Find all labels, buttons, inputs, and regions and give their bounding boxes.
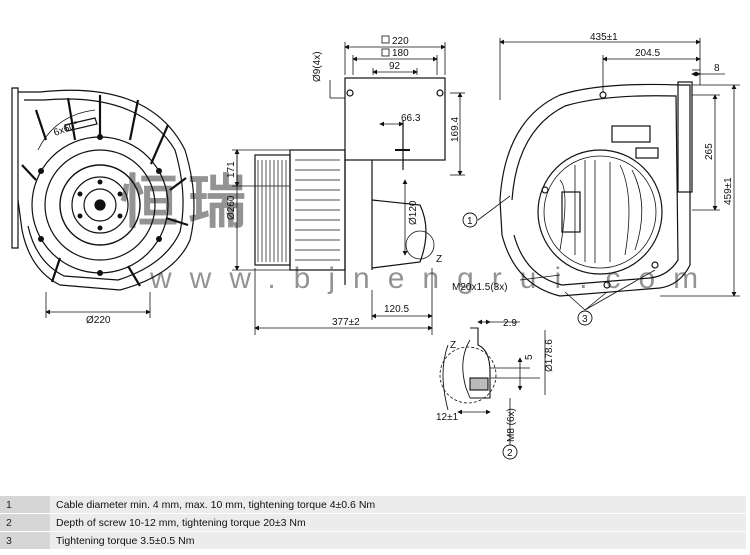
box-symbol bbox=[381, 48, 390, 57]
note-number: 3 bbox=[0, 531, 50, 550]
dim-92: 92 bbox=[389, 61, 401, 72]
dim-169-4: 169.4 bbox=[450, 117, 461, 142]
note-text: Cable diameter min. 4 mm, max. 10 mm, ti… bbox=[50, 496, 746, 514]
dim-120-5: 120.5 bbox=[384, 304, 409, 315]
dim-d178-6: Ø178.6 bbox=[544, 339, 555, 372]
dim-66-3: 66.3 bbox=[401, 113, 421, 124]
note-row: 1 Cable diameter min. 4 mm, max. 10 mm, … bbox=[0, 496, 746, 514]
watermark-url: www.bjnengrui.com bbox=[149, 262, 716, 295]
dim-angle-6x60: 6x60° bbox=[52, 120, 80, 139]
dim-459: 459±1 bbox=[723, 177, 734, 205]
callout-2: 2 bbox=[507, 448, 513, 459]
dim-d120: Ø120 bbox=[408, 200, 419, 225]
side-view bbox=[232, 42, 465, 335]
dim-box180: 180 bbox=[392, 48, 409, 59]
dim-435: 435±1 bbox=[590, 32, 618, 43]
note-text: Tightening torque 3.5±0.5 Nm bbox=[50, 531, 746, 550]
rear-view bbox=[462, 38, 740, 326]
dim-d9-4x: Ø9(4x) bbox=[312, 51, 323, 82]
detail-z bbox=[439, 319, 546, 460]
note-number: 1 bbox=[0, 496, 50, 514]
dim-265: 265 bbox=[704, 143, 715, 160]
dim-171: 171 bbox=[226, 161, 237, 178]
note-number: 2 bbox=[0, 513, 50, 532]
front-view bbox=[11, 87, 195, 318]
dim-5: 5 bbox=[524, 354, 535, 360]
label-m8: M8 (6x) bbox=[506, 408, 517, 442]
box-symbol bbox=[381, 35, 390, 44]
dim-box220: 220 bbox=[392, 36, 409, 47]
callout-3: 3 bbox=[582, 314, 588, 325]
notes-table: 1 Cable diameter min. 4 mm, max. 10 mm, … bbox=[0, 496, 746, 550]
dim-8: 8 bbox=[714, 63, 720, 74]
dim-204-5: 204.5 bbox=[635, 48, 660, 59]
dim-377: 377±2 bbox=[332, 317, 360, 328]
technical-drawing: Ø220 6x60° bbox=[11, 32, 740, 460]
note-row: 2 Depth of screw 10-12 mm, tightening to… bbox=[0, 513, 746, 532]
label-z: Z bbox=[436, 254, 442, 265]
label-m20: M20x1.5(3x) bbox=[452, 282, 508, 293]
dim-12: 12±1 bbox=[436, 412, 459, 423]
callout-1: 1 bbox=[467, 216, 473, 227]
dim-2-9: 2.9 bbox=[503, 318, 517, 329]
dim-d220-left: Ø220 bbox=[86, 315, 111, 326]
note-row: 3 Tightening torque 3.5±0.5 Nm bbox=[0, 531, 746, 550]
watermark: 恒瑞 bbox=[120, 170, 256, 235]
dim-d260: Ø260 bbox=[226, 195, 237, 220]
note-text: Depth of screw 10-12 mm, tightening torq… bbox=[50, 513, 746, 532]
detail-label-z: Z bbox=[450, 340, 456, 351]
